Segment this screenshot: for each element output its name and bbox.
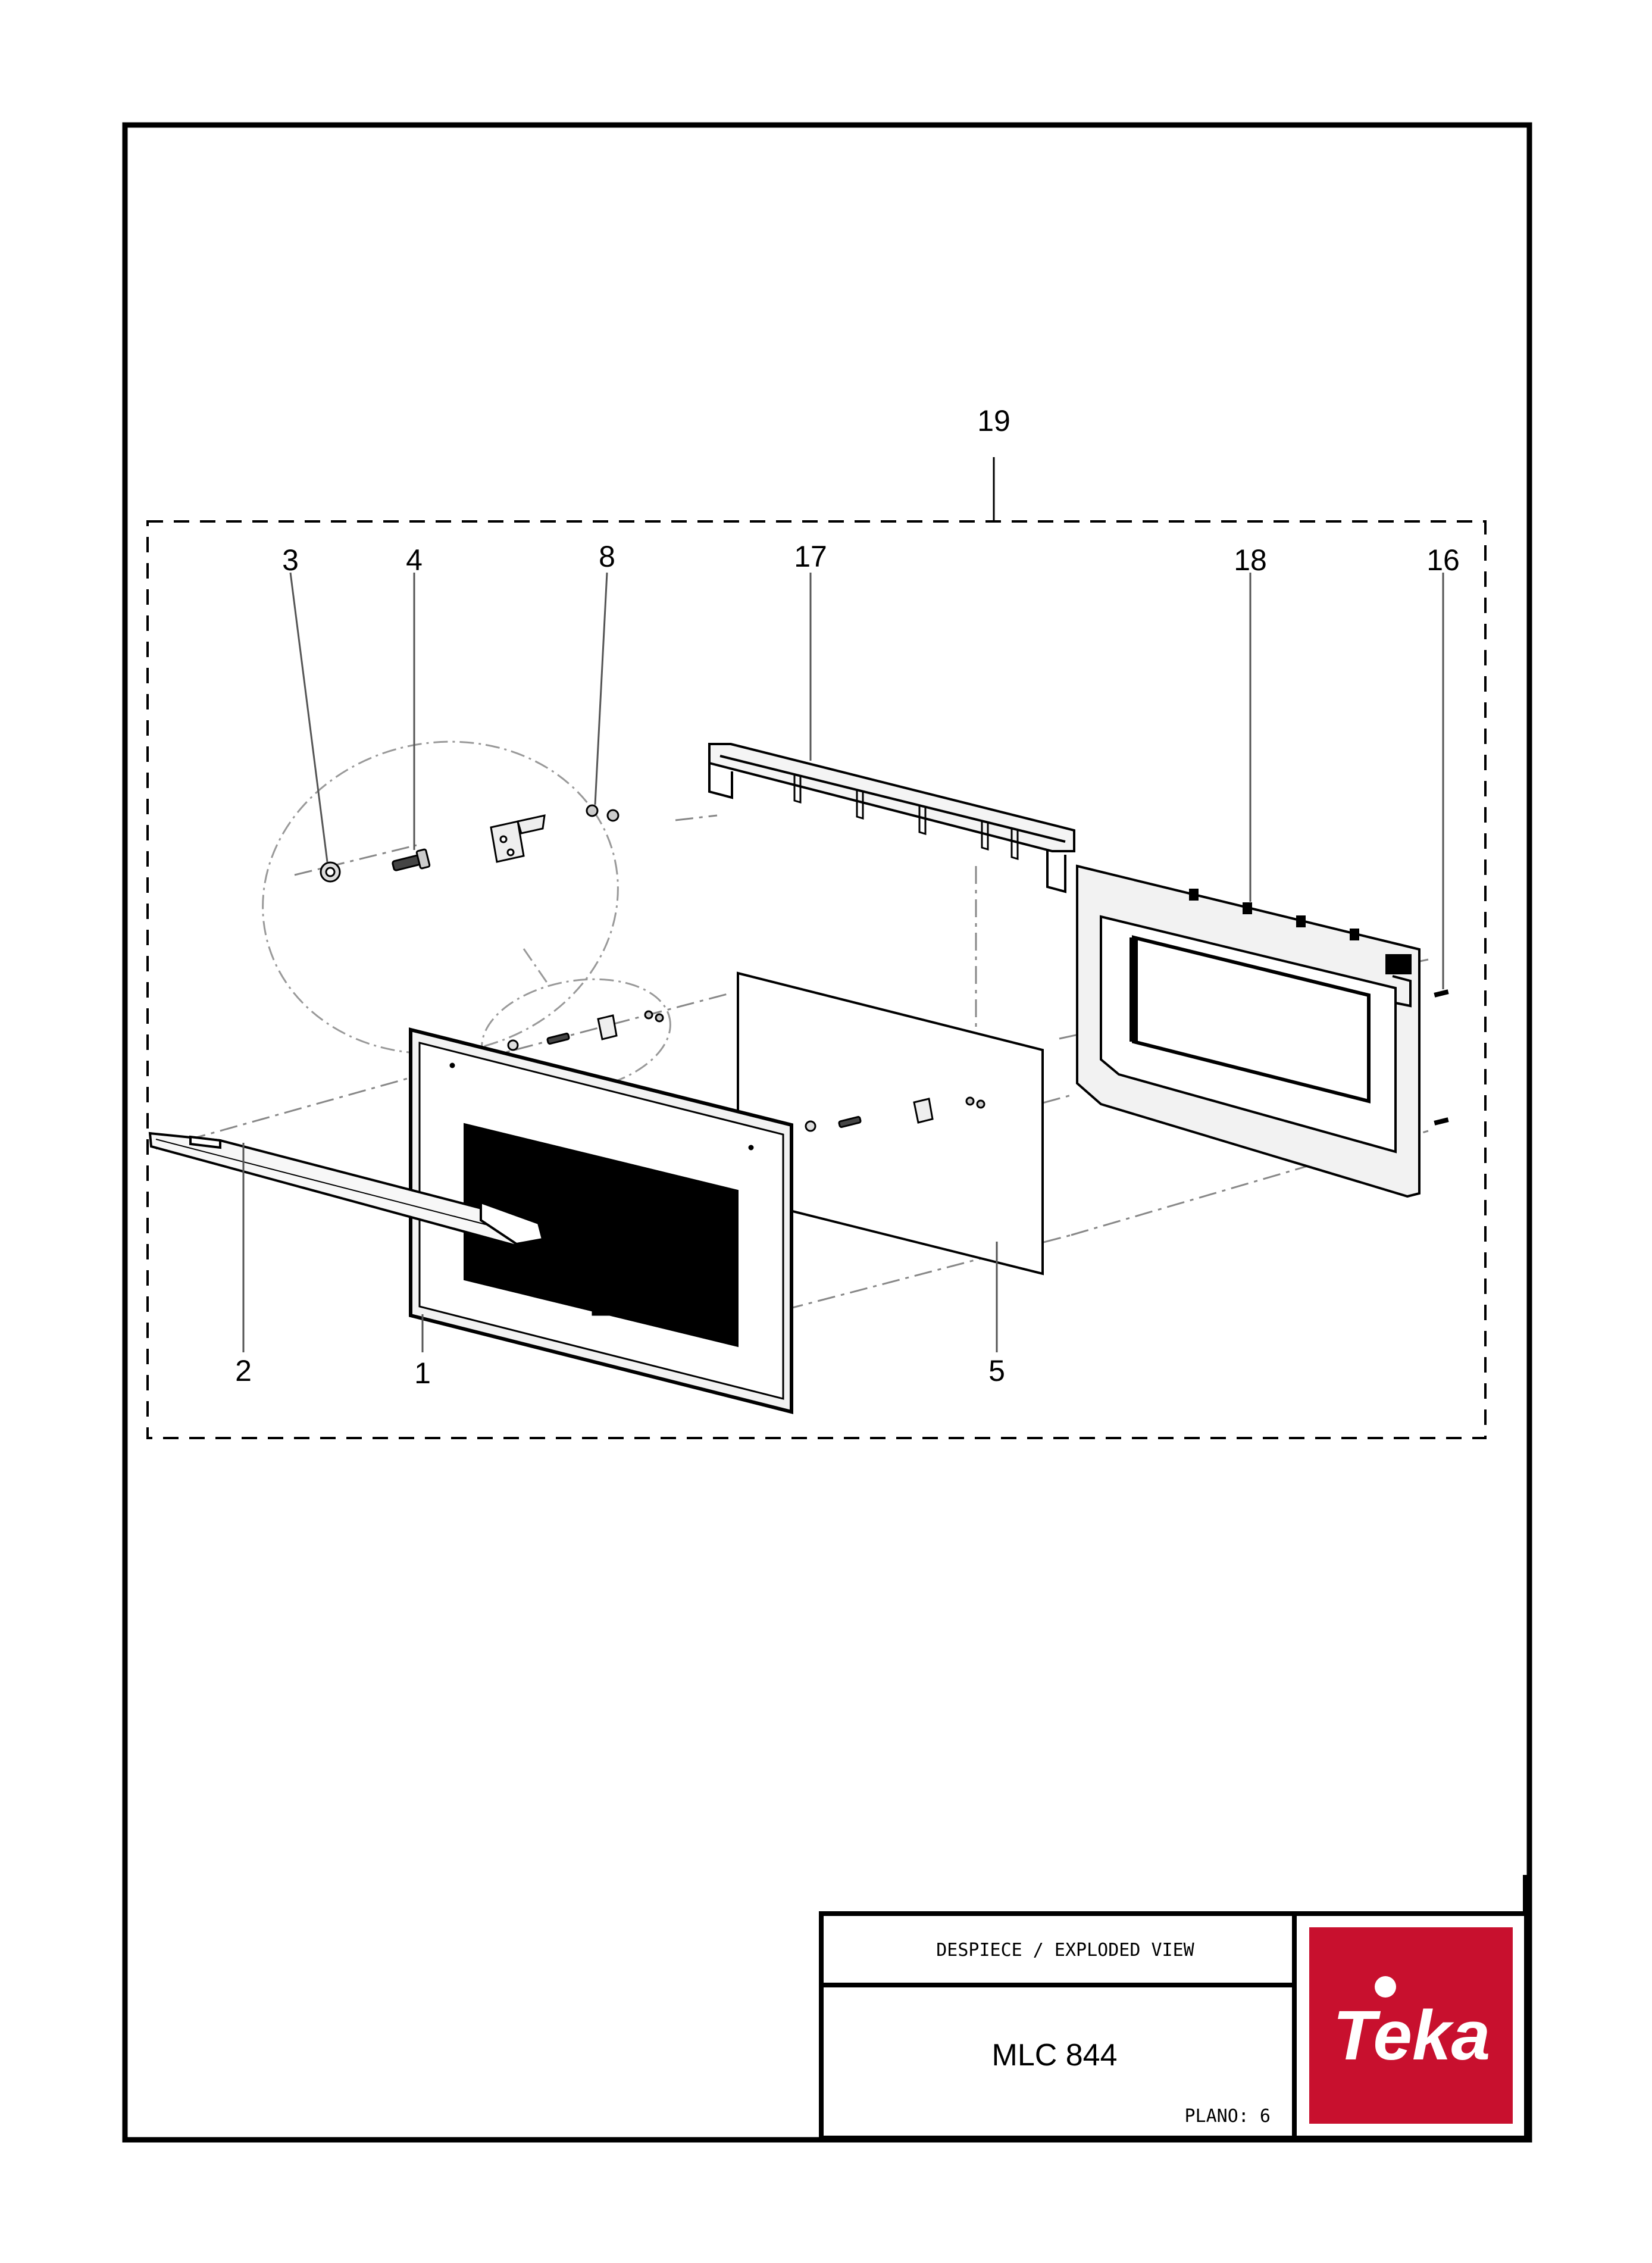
title-block-heading: DESPIECE / EXPLODED VIEW	[936, 1940, 1194, 1961]
part-8-hinge-bracket	[490, 820, 525, 863]
leader-lines	[242, 572, 1444, 1352]
hinge-hardware-left	[507, 1010, 664, 1051]
callout-2: 2	[235, 1354, 252, 1387]
hinge-hardware-large	[320, 804, 620, 883]
callout-16: 16	[1426, 543, 1460, 577]
part-16-screws	[1434, 989, 1449, 1126]
detail-ellipse-large	[262, 740, 619, 1055]
part-2-handle	[148, 1132, 545, 1247]
title-block-model: MLC 844	[992, 2038, 1118, 2073]
part-18-inner-frame	[1076, 864, 1421, 1198]
part-1-outer-glass	[409, 1027, 793, 1414]
teka-logo-background	[1309, 1927, 1513, 2124]
callout-8: 8	[599, 540, 615, 573]
hinge-hardware-right	[805, 1096, 985, 1132]
teka-logo: Teka	[1309, 1927, 1513, 2124]
callout-1: 1	[414, 1356, 431, 1390]
callout-19: 19	[977, 404, 1010, 437]
teka-logo-wordmark: Teka	[1333, 1996, 1491, 2075]
callout-3: 3	[282, 543, 299, 577]
title-block-sheet: PLANO: 6	[1185, 2106, 1271, 2127]
callout-5: 5	[988, 1354, 1005, 1387]
callout-labels: 19 3 4 8 17 18 16 2 1 5	[235, 404, 1460, 1390]
part-17-top-profile	[708, 743, 1075, 893]
callout-4: 4	[406, 543, 423, 577]
callout-17: 17	[794, 540, 827, 573]
callout-18: 18	[1234, 543, 1267, 577]
assembly-boundary	[146, 520, 1487, 1439]
